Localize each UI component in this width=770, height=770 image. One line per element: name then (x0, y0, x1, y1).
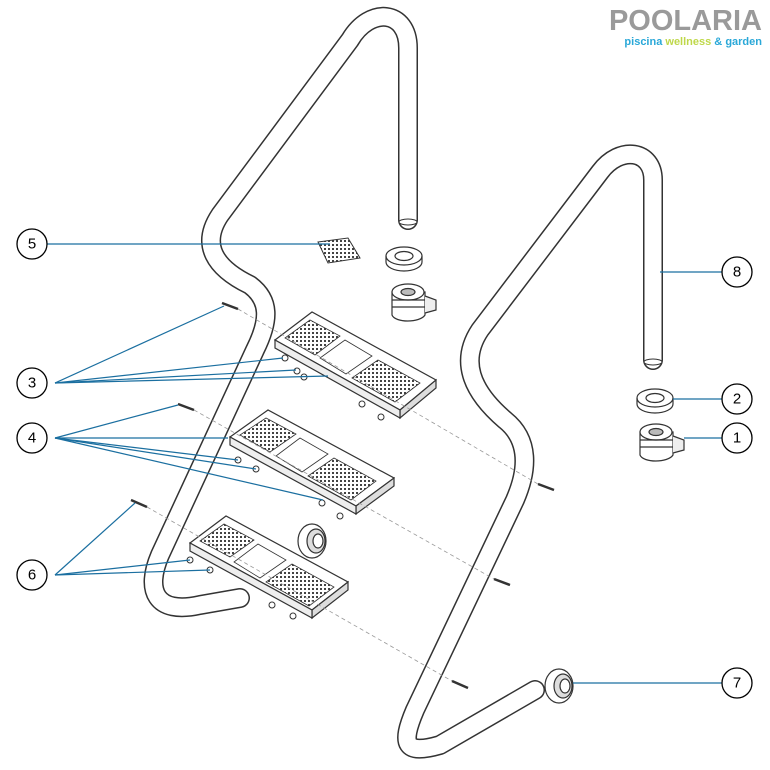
callout-1-label: 1 (733, 430, 741, 447)
step-top (273, 311, 438, 420)
callout-3: 3 (16, 367, 48, 399)
callout-3-label: 3 (28, 375, 36, 392)
callout-8: 8 (721, 256, 753, 288)
callout-1: 1 (721, 422, 753, 454)
anchor-rear (391, 283, 437, 322)
callout-2-label: 2 (733, 391, 741, 408)
logo-name: POOLARIA (608, 5, 762, 37)
logo-tagline: piscina wellness & garden (609, 36, 762, 48)
callout-8-label: 8 (733, 264, 741, 281)
assembly-lines (146, 308, 539, 682)
callout-5: 5 (16, 228, 48, 260)
tagline-part-3: & (711, 36, 726, 48)
callout-6: 6 (16, 559, 48, 591)
logo-wordmark: POOLARIA (609, 6, 762, 36)
tagline-part-2: wellness (662, 36, 712, 48)
front-handrail (397, 144, 663, 759)
bumper-lower (544, 668, 574, 704)
poolaria-logo: POOLARIA piscina wellness & garden (609, 6, 762, 48)
callout-4-label: 4 (28, 430, 36, 447)
fasteners (130, 301, 555, 690)
bumper-upper (297, 523, 327, 559)
callout-6-label: 6 (28, 567, 36, 584)
anchor-front (639, 423, 685, 462)
callout-7: 7 (721, 667, 753, 699)
tagline-part-1: piscina (624, 36, 663, 48)
callout-5-label: 5 (28, 236, 36, 253)
callout-7-label: 7 (733, 675, 741, 692)
step-middle (228, 409, 396, 516)
grip-pad-part (317, 237, 361, 264)
escutcheon-rear (385, 246, 423, 272)
step-bottom (188, 515, 350, 620)
rear-handrail (143, 6, 418, 618)
tagline-part-4: garden (725, 36, 762, 48)
leader-lines (47, 243, 722, 684)
callout-2: 2 (721, 383, 753, 415)
escutcheon-front (636, 388, 674, 414)
callout-4: 4 (16, 422, 48, 454)
